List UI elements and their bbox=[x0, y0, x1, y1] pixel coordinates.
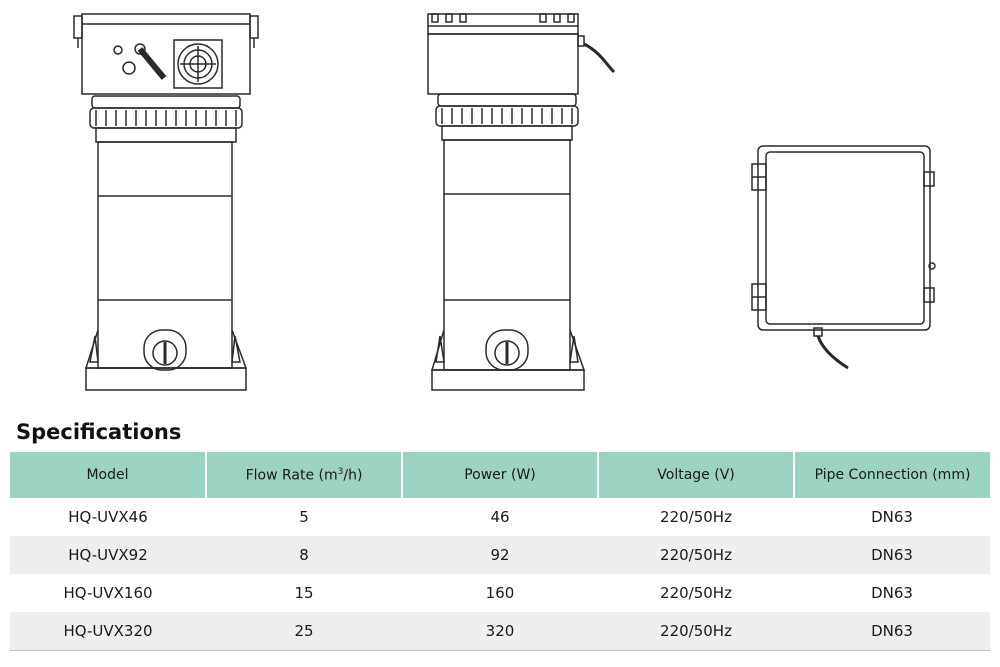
flow-rate-superscript: 3 bbox=[337, 466, 344, 477]
cell-flow-rate: 5 bbox=[206, 498, 402, 536]
table-row: HQ-UVX46 5 46 220/50Hz DN63 bbox=[10, 498, 990, 536]
front-view-unit bbox=[73, 13, 259, 391]
table-header-row: Model Flow Rate (m3/h) Power (W) Voltage… bbox=[10, 452, 990, 498]
table-row: HQ-UVX92 8 92 220/50Hz DN63 bbox=[10, 536, 990, 574]
section-title: Specifications bbox=[16, 420, 182, 444]
cell-flow-rate: 8 bbox=[206, 536, 402, 574]
cell-power: 46 bbox=[402, 498, 598, 536]
cell-model: HQ-UVX160 bbox=[10, 574, 206, 612]
cell-voltage: 220/50Hz bbox=[598, 612, 794, 651]
column-header-flow-rate: Flow Rate (m3/h) bbox=[206, 452, 403, 498]
cell-power: 320 bbox=[402, 612, 598, 651]
cell-pipe-connection: DN63 bbox=[794, 536, 990, 574]
cell-model: HQ-UVX46 bbox=[10, 498, 206, 536]
column-header-voltage: Voltage (V) bbox=[598, 452, 795, 498]
cell-voltage: 220/50Hz bbox=[598, 536, 794, 574]
cell-voltage: 220/50Hz bbox=[598, 498, 794, 536]
cell-power: 92 bbox=[402, 536, 598, 574]
table-row: HQ-UVX320 25 320 220/50Hz DN63 bbox=[10, 612, 990, 651]
flow-rate-label: Flow Rate (m bbox=[245, 467, 338, 484]
cell-pipe-connection: DN63 bbox=[794, 498, 990, 536]
flow-rate-unit: /h) bbox=[343, 467, 363, 484]
cell-model: HQ-UVX92 bbox=[10, 536, 206, 574]
cell-pipe-connection: DN63 bbox=[794, 612, 990, 651]
product-drawings bbox=[73, 13, 936, 391]
cell-flow-rate: 25 bbox=[206, 612, 402, 651]
side-view-unit bbox=[427, 13, 616, 391]
control-box-view bbox=[751, 145, 936, 370]
cell-model: HQ-UVX320 bbox=[10, 612, 206, 651]
column-header-pipe-connection: Pipe Connection (mm) bbox=[794, 452, 990, 498]
cell-flow-rate: 15 bbox=[206, 574, 402, 612]
fan-icon bbox=[173, 39, 223, 89]
column-header-model: Model bbox=[10, 452, 207, 498]
cell-pipe-connection: DN63 bbox=[794, 574, 990, 612]
column-header-power: Power (W) bbox=[402, 452, 599, 498]
cell-power: 160 bbox=[402, 574, 598, 612]
table-row: HQ-UVX160 15 160 220/50Hz DN63 bbox=[10, 574, 990, 612]
cell-voltage: 220/50Hz bbox=[598, 574, 794, 612]
specifications-table: Model Flow Rate (m3/h) Power (W) Voltage… bbox=[10, 452, 990, 651]
product-line-drawings-svg bbox=[73, 13, 936, 391]
